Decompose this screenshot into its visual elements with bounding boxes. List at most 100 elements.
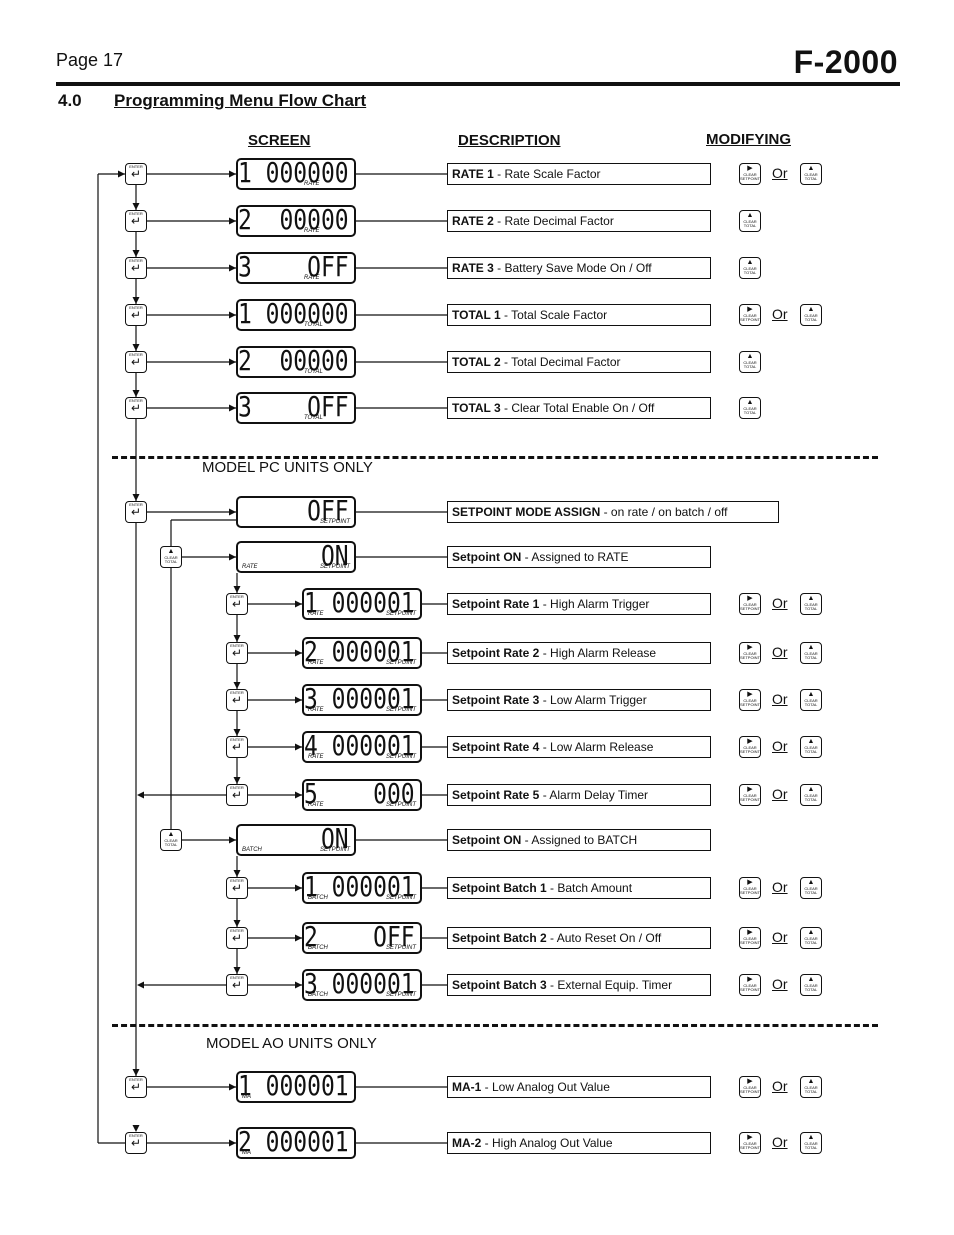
or-label: Or [772,691,788,707]
enter-key[interactable]: ENTER↵ [226,927,248,949]
clear-setpoint-key[interactable]: ▶CLEAR SETPOINT [739,1132,761,1154]
key-label: CLEAR SETPOINT [740,698,761,707]
or-label: Or [772,1078,788,1094]
lcd-digits: 1 000001 [304,870,415,903]
description-box: MA-2 - High Analog Out Value [447,1132,711,1154]
clear-total-key[interactable]: ▲CLEAR TOTAL [800,927,822,949]
clear-total-key[interactable]: ▲CLEAR TOTAL [739,210,761,232]
clear-total-key[interactable]: ▲CLEAR TOTAL [800,642,822,664]
enter-arrow-icon: ↵ [231,693,243,707]
enter-key-label: ENTER [129,305,143,310]
arrow-head [295,791,302,799]
key-label: CLEAR TOTAL [743,360,757,369]
enter-key[interactable]: ENTER↵ [125,210,147,232]
right-arrow-icon: ▶ [747,738,753,745]
enter-arrow-icon: ↵ [130,308,142,322]
lcd-annunciator: SETPOINT [386,660,417,666]
clear-setpoint-key[interactable]: ▶CLEAR SETPOINT [739,1076,761,1098]
key-label: CLEAR TOTAL [804,651,818,660]
clear-setpoint-key[interactable]: ▶CLEAR SETPOINT [739,784,761,806]
lcd-digits: 3 000001 [304,682,415,715]
clear-total-key[interactable]: ▲CLEAR TOTAL [160,829,182,851]
lcd-annunciator: BATCH [308,992,328,998]
enter-key[interactable]: ENTER↵ [125,304,147,326]
clear-total-key[interactable]: ▲CLEAR TOTAL [800,593,822,615]
clear-setpoint-key[interactable]: ▶CLEAR SETPOINT [739,593,761,615]
lcd-digits: OFF [238,494,349,527]
enter-key[interactable]: ENTER↵ [125,351,147,373]
arrow-head [295,600,302,608]
description-box: Setpoint Rate 1 - High Alarm Trigger [447,593,711,615]
clear-total-key[interactable]: ▲CLEAR TOTAL [800,163,822,185]
description-text: - Total Scale Factor [500,308,608,322]
description-box: MA-1 - Low Analog Out Value [447,1076,711,1098]
clear-total-key[interactable]: ▲CLEAR TOTAL [739,397,761,419]
section-title: Programming Menu Flow Chart [114,91,367,110]
clear-total-key[interactable]: ▲CLEAR TOTAL [739,351,761,373]
arrow-head [132,203,140,210]
enter-key[interactable]: ENTER↵ [125,1076,147,1098]
clear-total-key[interactable]: ▲CLEAR TOTAL [800,736,822,758]
enter-key[interactable]: ENTER↵ [226,974,248,996]
clear-total-key[interactable]: ▲CLEAR TOTAL [800,304,822,326]
arrow-head [132,494,140,501]
clear-total-key[interactable]: ▲CLEAR TOTAL [800,689,822,711]
key-label: CLEAR SETPOINT [740,651,761,660]
clear-setpoint-key[interactable]: ▶CLEAR SETPOINT [739,163,761,185]
arrow-head [229,1139,236,1147]
lcd-annunciator: RATE [304,228,320,234]
enter-key[interactable]: ENTER↵ [226,784,248,806]
description-title: Setpoint ON [452,550,522,564]
key-label: CLEAR TOTAL [164,838,178,847]
clear-setpoint-key[interactable]: ▶CLEAR SETPOINT [739,736,761,758]
clear-setpoint-key[interactable]: ▶CLEAR SETPOINT [739,642,761,664]
clear-total-key[interactable]: ▲CLEAR TOTAL [800,974,822,996]
enter-key[interactable]: ENTER↵ [226,736,248,758]
description-title: Setpoint Batch 3 [452,978,547,992]
enter-key[interactable]: ENTER↵ [226,642,248,664]
clear-total-key[interactable]: ▲CLEAR TOTAL [800,1076,822,1098]
up-arrow-icon: ▲ [807,1134,815,1141]
lcd-annunciator: SETPOINT [386,611,417,617]
clear-setpoint-key[interactable]: ▶CLEAR SETPOINT [739,877,761,899]
key-label: CLEAR SETPOINT [740,1141,761,1150]
lcd-annunciator: RATE [304,275,320,281]
clear-setpoint-key[interactable]: ▶CLEAR SETPOINT [739,974,761,996]
clear-total-key[interactable]: ▲CLEAR TOTAL [160,546,182,568]
enter-arrow-icon: ↵ [231,597,243,611]
lcd-digits: 2 OFF [304,920,415,953]
enter-key-label: ENTER [129,164,143,169]
clear-setpoint-key[interactable]: ▶CLEAR SETPOINT [739,927,761,949]
clear-total-key[interactable]: ▲CLEAR TOTAL [800,1132,822,1154]
enter-key[interactable]: ENTER↵ [125,163,147,185]
arrow-head [233,729,241,736]
key-label: CLEAR TOTAL [743,406,757,415]
arrow-head [132,344,140,351]
clear-setpoint-key[interactable]: ▶CLEAR SETPOINT [739,689,761,711]
enter-key[interactable]: ENTER↵ [125,1132,147,1154]
description-title: Setpoint Rate 5 [452,788,540,802]
enter-key[interactable]: ENTER↵ [226,593,248,615]
clear-setpoint-key[interactable]: ▶CLEAR SETPOINT [739,304,761,326]
clear-total-key[interactable]: ▲CLEAR TOTAL [800,784,822,806]
clear-total-key[interactable]: ▲CLEAR TOTAL [739,257,761,279]
enter-key[interactable]: ENTER↵ [125,501,147,523]
arrow-head [233,586,241,593]
enter-key[interactable]: ENTER↵ [226,877,248,899]
description-box: TOTAL 3 - Clear Total Enable On / Off [447,397,711,419]
or-label: Or [772,306,788,322]
enter-key[interactable]: ENTER↵ [125,257,147,279]
right-arrow-icon: ▶ [747,595,753,602]
column-header-modifying: MODIFYING [706,131,791,148]
clear-total-key[interactable]: ▲CLEAR TOTAL [800,877,822,899]
divider-ao [112,1024,878,1027]
lcd-annunciator: TOTAL [304,369,323,375]
lcd-annunciator: SETPOINT [386,707,417,713]
enter-arrow-icon: ↵ [231,646,243,660]
enter-key[interactable]: ENTER↵ [125,397,147,419]
enter-key[interactable]: ENTER↵ [226,689,248,711]
